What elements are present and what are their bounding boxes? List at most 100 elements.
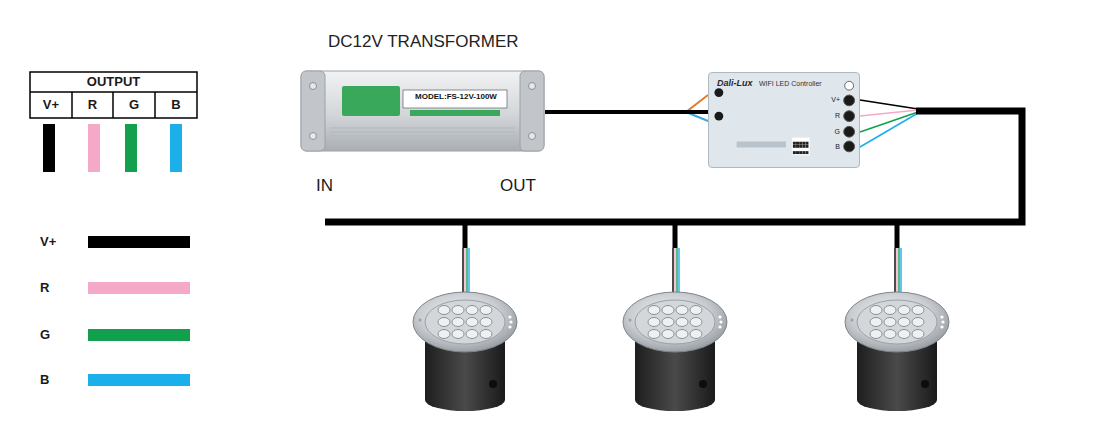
sticker-band [410, 110, 500, 116]
inground-light [623, 292, 727, 411]
pin-label: V+ [816, 96, 840, 104]
wire-color-swatch [88, 282, 190, 294]
table-header: OUTPUT [30, 74, 197, 90]
qr-code [792, 138, 810, 156]
power-supply-graphic [300, 70, 545, 152]
screw [529, 83, 536, 90]
wire-color-swatch [88, 236, 190, 248]
pin-label: B [816, 143, 840, 151]
wire-sample [88, 124, 100, 172]
psu-endcap [301, 71, 325, 151]
input-port [714, 112, 723, 121]
wire-color-swatch [88, 374, 190, 386]
lamp-wires [466, 248, 467, 296]
housing-ridge [330, 140, 515, 141]
input-wires [686, 95, 708, 121]
power-cable [545, 110, 708, 114]
qr-code [793, 145, 796, 148]
housing-ridge [330, 136, 515, 137]
lamp-wires [672, 248, 673, 296]
controller-output-wires [860, 100, 918, 147]
controller-output-wires [860, 113, 918, 147]
lamp-wires [468, 248, 469, 296]
qr-code [792, 138, 810, 156]
qr-code [799, 151, 802, 154]
wire-sample [43, 124, 182, 172]
wire-color-swatch [88, 329, 190, 341]
qr-code [806, 142, 809, 145]
legend-label: R [40, 280, 49, 296]
lamp-wires [896, 248, 897, 296]
legend-label: G [40, 327, 50, 343]
reset-button [845, 81, 854, 90]
legend-label: V+ [40, 234, 56, 250]
qr-code [799, 145, 802, 148]
qr-code [802, 145, 805, 148]
power-supply: DC12V TRANSFORMERMODEL:FS-12V-100W [300, 70, 545, 152]
inground-light [845, 292, 949, 411]
housing-ridge [330, 128, 515, 129]
qr-code [802, 142, 805, 145]
qr-code [806, 145, 809, 148]
output-port [844, 126, 855, 137]
device-subtitle: WIFI LED Controller [759, 80, 822, 88]
qr-code [796, 145, 799, 148]
psu-endcap [520, 71, 544, 151]
table-cell: G [113, 97, 155, 113]
qr-code [796, 151, 799, 154]
output-port [844, 95, 855, 106]
table-cell: R [72, 97, 113, 113]
legend-label: B [40, 372, 49, 388]
qr-code [796, 142, 799, 145]
wire-sample [125, 124, 137, 172]
input-port [714, 88, 723, 97]
side-label: OUT [500, 176, 536, 196]
main-cable [325, 111, 1022, 222]
qr-code [802, 151, 805, 154]
output-port [844, 111, 855, 122]
side-label: IN [316, 176, 333, 196]
drop-cable [465, 222, 897, 248]
output-table [71, 92, 73, 118]
lamp-wires [674, 248, 675, 296]
model-sticker [403, 90, 507, 108]
output-table [30, 72, 197, 118]
output-table [30, 72, 197, 118]
drop-cable [463, 222, 468, 248]
lamp-wires [898, 248, 899, 296]
screw [310, 133, 317, 140]
table-cell: V+ [30, 97, 72, 113]
model-label: MODEL:FS-12V-100W [404, 92, 508, 102]
input-wires [686, 95, 708, 112]
controller-output-wires [860, 100, 918, 109]
wire-sample [43, 124, 55, 172]
controller-output-wires [860, 112, 918, 132]
warning-sticker [342, 86, 400, 116]
psu-housing [301, 71, 544, 151]
lamp-wires [894, 248, 895, 296]
lamp-wires [900, 248, 901, 296]
drop-cable [673, 222, 678, 248]
screw [529, 133, 536, 140]
brand-name: Dali-Lux [717, 78, 753, 89]
housing-ridge [330, 144, 515, 145]
pin-label: G [816, 128, 840, 136]
lamp-wires [462, 248, 463, 296]
housing-ridge [330, 132, 515, 133]
output-table [154, 92, 156, 118]
device-heading: DC12V TRANSFORMER [328, 32, 519, 52]
qr-code [806, 151, 809, 154]
icon-strip [737, 142, 786, 148]
table-cell: B [155, 97, 197, 113]
output-table [112, 92, 114, 118]
drop-cable [895, 222, 900, 248]
lamp-wires [464, 248, 465, 296]
pin-label: R [816, 112, 840, 120]
screw [310, 83, 317, 90]
